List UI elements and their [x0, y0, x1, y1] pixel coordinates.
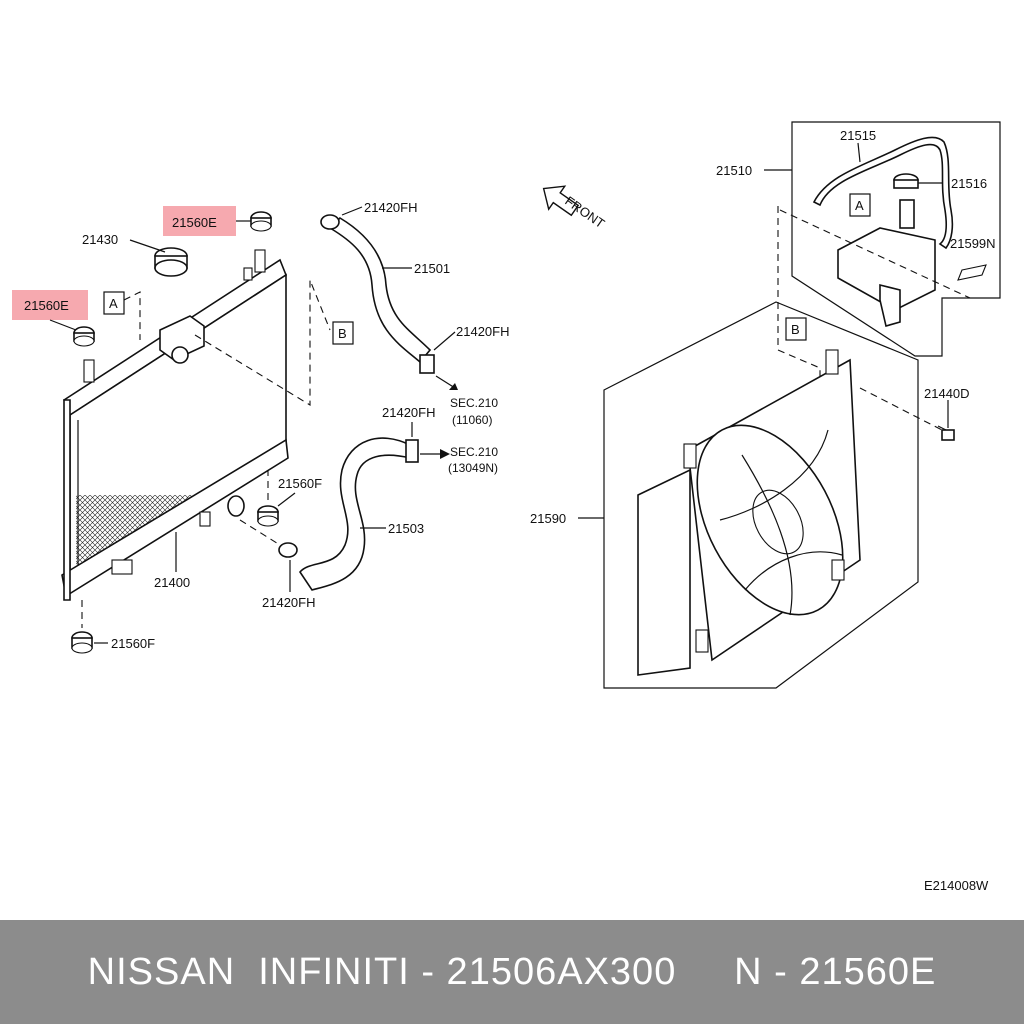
ref-box-b-right: [785, 317, 807, 341]
ref-box-a-right: [849, 193, 871, 217]
callout-21420fh-mid: 21420FH: [456, 324, 509, 339]
callout-21501: 21501: [414, 261, 450, 276]
mount-bush-top[interactable]: [250, 211, 272, 232]
svg-text:A: A: [109, 296, 118, 311]
reservoir-cap[interactable]: [893, 173, 919, 189]
footer-bar: NISSAN INFINITI - 21506AX300 N - 21560E: [0, 920, 1024, 1024]
clamp-top[interactable]: [320, 214, 340, 230]
callout-21599n: 21599N: [950, 236, 996, 251]
front-direction-arrow: [542, 185, 580, 217]
callout-21420fh-top: 21420FH: [364, 200, 417, 215]
mount-bush-mid[interactable]: [257, 505, 279, 527]
fan-shroud[interactable]: [637, 349, 873, 676]
sec-upper-code: (11060): [452, 413, 492, 427]
clamp-bottom[interactable]: [278, 542, 298, 558]
callout-21400: 21400: [154, 575, 190, 590]
callout-21510: 21510: [716, 163, 752, 178]
lower-hose[interactable]: [299, 437, 411, 591]
footer-part-number-text: NISSAN INFINITI - 21506AX300 N - 21560E: [87, 950, 937, 993]
mount-bush-left[interactable]: [73, 326, 95, 347]
callout-21560f-mid: 21560F: [278, 476, 322, 491]
callout-21440d: 21440D: [924, 386, 970, 401]
ref-box-a-left: [103, 291, 125, 315]
reservoir-group-frame: [791, 121, 1001, 357]
reservoir-label-plate: [957, 264, 987, 281]
radiator-cap[interactable]: [154, 247, 188, 277]
bolt[interactable]: [937, 425, 955, 441]
parts-diagram: 21430 21560E 21560E A B 21420FH 21501 21…: [12, 121, 1001, 893]
sec-lower: SEC.210: [450, 445, 498, 459]
ref-box-b-left: [332, 321, 354, 345]
clamp-mid[interactable]: [419, 354, 435, 374]
svg-text:A: A: [855, 198, 864, 213]
fan-group-frame: [603, 301, 919, 689]
upper-hose[interactable]: [328, 216, 432, 364]
callout-21420fh-bottom: 21420FH: [262, 595, 315, 610]
highlight-box-top: [163, 206, 236, 236]
callout-21515: 21515: [840, 128, 876, 143]
callout-21590: 21590: [530, 511, 566, 526]
callout-21420fh-lower: 21420FH: [382, 405, 435, 420]
highlight-box-left: [12, 290, 88, 320]
sec-lower-code: (13049N): [448, 461, 498, 475]
callout-21516: 21516: [951, 176, 987, 191]
svg-text:B: B: [338, 326, 347, 341]
clamp-lower[interactable]: [405, 439, 419, 463]
sec-upper: SEC.210: [450, 396, 498, 410]
diagram-code: E214008W: [924, 878, 989, 893]
radiator[interactable]: [61, 249, 289, 601]
callout-21430: 21430: [82, 232, 118, 247]
mount-bush-bottom[interactable]: [71, 631, 93, 654]
callout-21560e-top: 21560E: [172, 215, 217, 230]
callout-21560e-left: 21560E: [24, 298, 69, 313]
callout-21503: 21503: [388, 521, 424, 536]
callout-21560f-bottom: 21560F: [111, 636, 155, 651]
reservoir-tank[interactable]: [837, 199, 936, 328]
svg-text:B: B: [791, 322, 800, 337]
reservoir-hose[interactable]: [812, 136, 954, 250]
